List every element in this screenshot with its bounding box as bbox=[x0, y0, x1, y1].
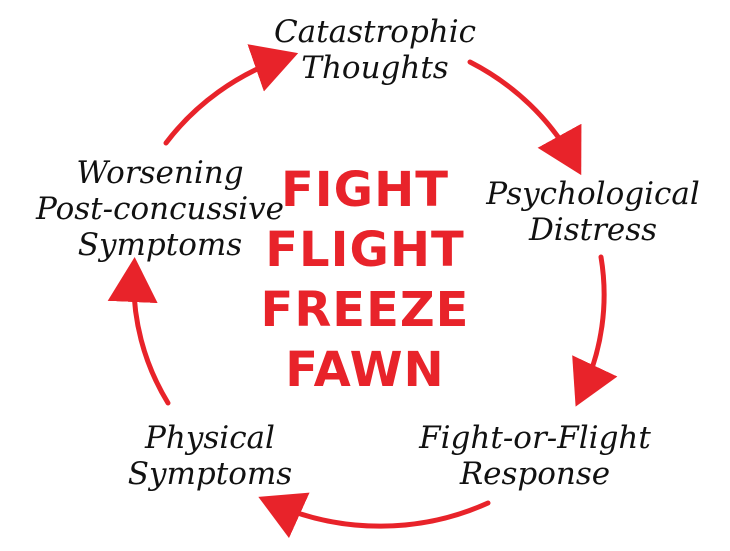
center-word-flight: FLIGHT bbox=[265, 222, 465, 278]
node-fight-or-flight-response: Fight-or-Flight Response bbox=[400, 420, 670, 492]
node-label-line: Symptoms bbox=[127, 456, 293, 492]
arrow-response-to-physical bbox=[258, 492, 491, 539]
node-label-line: Thoughts bbox=[301, 50, 449, 86]
arrow-physical-to-worsening bbox=[107, 257, 171, 406]
node-label-line: Catastrophic bbox=[273, 14, 477, 50]
node-label-line: Response bbox=[459, 456, 611, 492]
node-label-line: Physical bbox=[145, 420, 275, 456]
node-physical-symptoms: Physical Symptoms bbox=[105, 420, 315, 492]
center-word-fawn: FAWN bbox=[285, 342, 445, 398]
node-label-line: Post-concussive bbox=[35, 191, 284, 227]
center-responses: FIGHT FLIGHT FREEZE FAWN bbox=[250, 160, 480, 400]
node-label-line: Worsening bbox=[76, 155, 244, 191]
node-psychological-distress: Psychological Distress bbox=[468, 176, 718, 248]
node-label-line: Symptoms bbox=[77, 227, 243, 263]
node-label-line: Psychological bbox=[486, 176, 700, 212]
center-word-freeze: FREEZE bbox=[260, 282, 470, 338]
center-word-fight: FIGHT bbox=[281, 162, 449, 218]
node-label-line: Distress bbox=[528, 212, 658, 248]
arrow-thoughts-to-distress bbox=[467, 59, 582, 176]
arrow-worsening-to-thoughts bbox=[163, 44, 299, 146]
arrow-distress-to-response bbox=[572, 254, 618, 407]
node-catastrophic-thoughts: Catastrophic Thoughts bbox=[255, 14, 495, 86]
node-label-line: Fight-or-Flight bbox=[419, 420, 651, 456]
node-worsening-symptoms: Worsening Post-concussive Symptoms bbox=[10, 155, 310, 263]
